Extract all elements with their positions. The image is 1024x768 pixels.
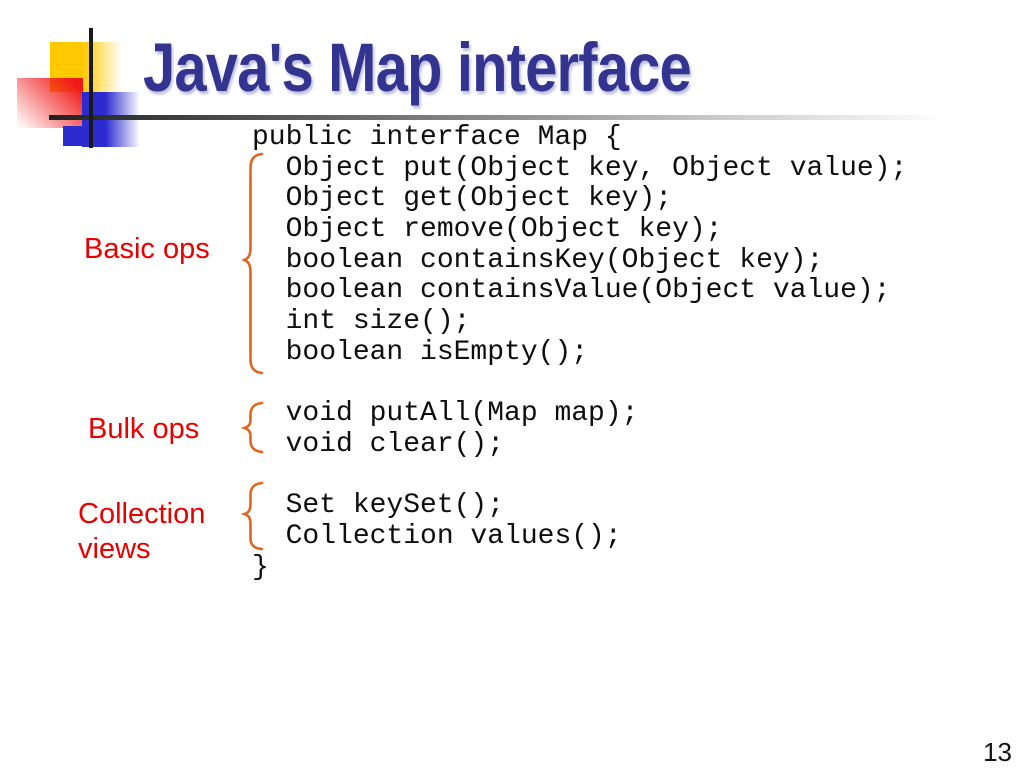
code-line: public interface Map { bbox=[252, 122, 622, 153]
code-line: Collection values(); bbox=[252, 520, 622, 552]
code-line: void putAll(Map map); bbox=[252, 398, 639, 430]
code-line: Object get(Object key); bbox=[252, 183, 673, 215]
code-line bbox=[252, 461, 907, 492]
label-collection-views: Collection views bbox=[78, 497, 205, 567]
label-basic-ops: Basic ops bbox=[84, 233, 210, 265]
page-number: 13 bbox=[983, 737, 1012, 767]
code-line: } bbox=[252, 551, 269, 583]
decor-red-square bbox=[17, 78, 83, 128]
code-line: boolean containsValue(Object value); bbox=[252, 275, 891, 307]
code-block: public interface Map { Object put(Object… bbox=[252, 122, 908, 583]
label-bulk-ops: Bulk ops bbox=[88, 413, 200, 445]
slide-title: Java's Map interface bbox=[143, 29, 692, 106]
code-line: boolean containsKey(Object key); bbox=[252, 244, 824, 276]
code-line: void clear(); bbox=[252, 428, 505, 460]
code-line: int size(); bbox=[252, 306, 471, 338]
code-line: boolean isEmpty(); bbox=[252, 336, 589, 368]
label-collection-views-line1: Collection bbox=[78, 498, 206, 530]
code-line: Object remove(Object key); bbox=[252, 214, 723, 246]
code-line: Set keySet(); bbox=[252, 490, 505, 522]
decor-blue-tab bbox=[63, 126, 107, 146]
decor-vertical-line bbox=[89, 28, 93, 148]
label-collection-views-line2: views bbox=[78, 533, 151, 565]
code-line bbox=[252, 369, 907, 400]
title-underline-rule bbox=[49, 115, 949, 120]
code-line: Object put(Object key, Object value); bbox=[252, 152, 908, 184]
